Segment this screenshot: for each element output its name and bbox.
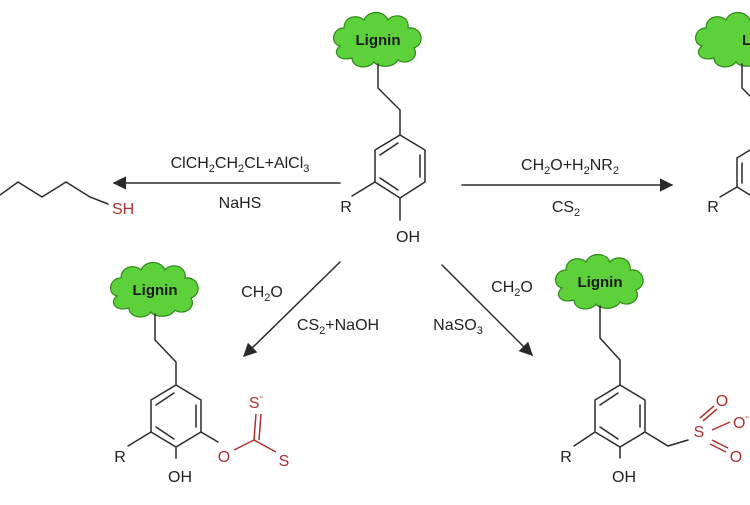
r-group-right: R [707, 199, 719, 216]
phenol-ring-center [374, 134, 426, 199]
lignin-label-center: Lignin [356, 32, 401, 49]
reagent-left-bottom: NaHS [219, 195, 262, 212]
ring-fragment-right [736, 149, 750, 196]
sulfonate-sulfur: S [694, 424, 705, 441]
r-group-center: R [340, 199, 352, 216]
lignin-label-lower-left: Lignin [133, 282, 178, 299]
xanthate-s-top: S- [249, 391, 264, 412]
ring-double-bonds-center [379, 142, 421, 191]
thiol-sh: SH [112, 201, 134, 218]
r-group-lower-right: R [560, 449, 572, 466]
hydroxyl-lower-left: OH [168, 469, 192, 486]
substituent-bonds-lower-right [573, 431, 621, 459]
arrow-lower-left [243, 261, 341, 357]
r-bond-right [719, 186, 738, 198]
aryl-o-bond [200, 431, 219, 443]
phenol-ring-lower-right [594, 384, 646, 448]
thiol-product: SH [0, 181, 134, 218]
substituent-bonds-center [351, 181, 401, 221]
sulfonate-o-bottom: O [730, 449, 742, 466]
xanthate-s-right: S [279, 453, 290, 470]
reagent-right-top: CH2O+H2NR2 [521, 157, 619, 177]
lignin-label-lower-right: Lignin [578, 274, 623, 291]
propyl-chain-lower-right [599, 305, 621, 386]
substituent-bonds-lower-left [127, 431, 177, 459]
reagent-lower-left-bottom: CS2+NaOH [297, 317, 379, 337]
sulfonate-bonds [699, 405, 731, 453]
sulfonate-product: Lignin R OH S O O O- [554, 253, 749, 486]
hydroxyl-lower-right: OH [612, 469, 636, 486]
xanthate-bonds [233, 413, 277, 453]
propyl-chain-lower-left [154, 313, 177, 386]
ring-double-bonds-lower-right [599, 392, 641, 440]
reagent-right-bottom: CS2 [552, 199, 580, 219]
ring-double-bonds-lower-left [155, 392, 197, 440]
mannich-product: Lignin R [694, 11, 750, 216]
reagent-lower-right-bottom: NaSO3 [433, 317, 483, 337]
reagent-lower-right-top: CH2O [491, 279, 533, 299]
propyl-chain-center [377, 63, 401, 136]
sulfonate-o-top: O [716, 393, 728, 410]
central-molecule: Lignin R OH [332, 11, 426, 246]
xanthate-oxygen: O [218, 449, 230, 466]
hydroxyl-center: OH [396, 229, 420, 246]
xanthate-product: Lignin R OH O S- S [109, 261, 290, 486]
reagent-left-top: ClCH2CH2CL+AlCl3 [171, 155, 310, 175]
r-group-lower-left: R [114, 449, 126, 466]
lignin-label-right: Lignin [742, 32, 750, 49]
reagent-lower-left-top: CH2O [241, 284, 283, 304]
thiol-chain [0, 181, 109, 205]
phenol-ring-lower-left [150, 384, 202, 448]
sulfonate-o-minus: O- [733, 411, 749, 432]
propyl-chain-right [741, 63, 750, 97]
arrow-lower-right [441, 264, 533, 356]
methylene-bond [644, 431, 689, 447]
